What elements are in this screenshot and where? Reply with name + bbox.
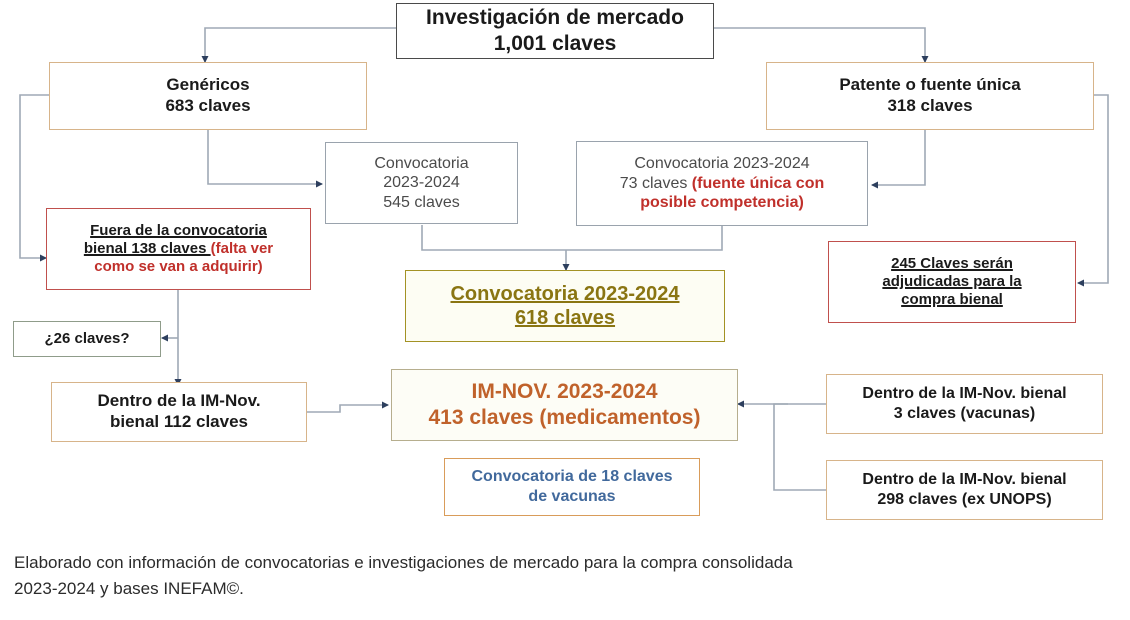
node-line: 545 claves xyxy=(383,193,460,211)
node-line-mixed: 73 claves (fuente única con xyxy=(620,174,825,194)
node-text-red: (falta ver xyxy=(210,239,274,257)
node-text-dark: bienal 138 claves xyxy=(83,239,211,257)
node-line: 3 claves (vacunas) xyxy=(893,405,1036,422)
node-dentro-im-nov-3-vacunas: Dentro de la IM-Nov. bienal 3 claves (va… xyxy=(826,374,1103,434)
node-line: Dentro de la IM-Nov. bienal xyxy=(862,471,1067,489)
node-line: 1,001 claves xyxy=(493,32,617,55)
node-line: Convocatoria 2023-2024 xyxy=(634,155,810,173)
node-line: 245 Claves serán xyxy=(891,254,1013,272)
node-im-nov-413: IM-NOV. 2023-2024 413 claves (medicament… xyxy=(391,369,738,441)
source-note: Elaborado con información de convocatori… xyxy=(14,550,1014,603)
node-line: 318 claves xyxy=(887,96,973,115)
node-line: bienal 112 claves xyxy=(110,412,248,431)
node-line: Fuera de la convocatoria xyxy=(90,221,267,239)
node-line: 298 claves (ex UNOPS) xyxy=(877,491,1052,508)
node-convocatoria-18-vacunas: Convocatoria de 18 claves de vacunas xyxy=(444,458,700,516)
node-line: 618 claves xyxy=(514,307,616,329)
node-convocatoria-618: Convocatoria 2023-2024 618 claves xyxy=(405,270,725,342)
node-convocatoria-73: Convocatoria 2023-2024 73 claves (fuente… xyxy=(576,141,868,226)
node-fuera-de-la-convocatoria-138: Fuera de la convocatoria bienal 138 clav… xyxy=(46,208,311,290)
node-line: Dentro de la IM-Nov. bienal xyxy=(862,385,1067,403)
node-line: IM-NOV. 2023-2024 xyxy=(471,380,658,404)
node-line: 683 claves xyxy=(165,96,251,115)
node-investigacion-de-mercado: Investigación de mercado 1,001 claves xyxy=(396,3,714,59)
node-line: Convocatoria de 18 claves xyxy=(471,468,673,486)
node-line: Convocatoria xyxy=(374,154,469,172)
node-patente-o-fuente-unica: Patente o fuente única 318 claves xyxy=(766,62,1094,130)
node-line: adjudicadas para la xyxy=(882,272,1022,290)
node-26-claves: ¿26 claves? xyxy=(13,321,161,357)
node-line: de vacunas xyxy=(528,488,616,505)
node-line: ¿26 claves? xyxy=(44,329,130,347)
node-line: Dentro de la IM-Nov. xyxy=(97,391,261,411)
node-dentro-im-nov-298-unops: Dentro de la IM-Nov. bienal 298 claves (… xyxy=(826,460,1103,520)
node-245-claves-adjudicadas: 245 Claves serán adjudicadas para la com… xyxy=(828,241,1076,323)
source-note-line: 2023-2024 y bases INEFAM©. xyxy=(14,579,244,599)
node-text-red: (fuente única con xyxy=(691,174,825,192)
node-line: Investigación de mercado xyxy=(426,6,684,30)
node-convocatoria-545: Convocatoria 2023-2024 545 claves xyxy=(325,142,518,224)
node-line: 413 claves (medicamentos) xyxy=(428,406,701,429)
node-text-red: como se van a adquirir) xyxy=(94,258,263,276)
node-text-dark: 73 claves xyxy=(619,174,692,192)
node-line: Genéricos xyxy=(166,75,250,95)
node-line: compra bienal xyxy=(901,291,1003,309)
node-line: Patente o fuente única xyxy=(839,75,1021,95)
node-genericos: Genéricos 683 claves xyxy=(49,62,367,130)
node-dentro-im-nov-112: Dentro de la IM-Nov. bienal 112 claves xyxy=(51,382,307,442)
node-line-mixed: bienal 138 claves (falta ver xyxy=(84,240,273,258)
node-text-red: posible competencia) xyxy=(640,194,804,212)
node-line: 2023-2024 xyxy=(383,174,460,192)
source-note-line: Elaborado con información de convocatori… xyxy=(14,553,793,572)
node-line: Convocatoria 2023-2024 xyxy=(450,282,680,305)
